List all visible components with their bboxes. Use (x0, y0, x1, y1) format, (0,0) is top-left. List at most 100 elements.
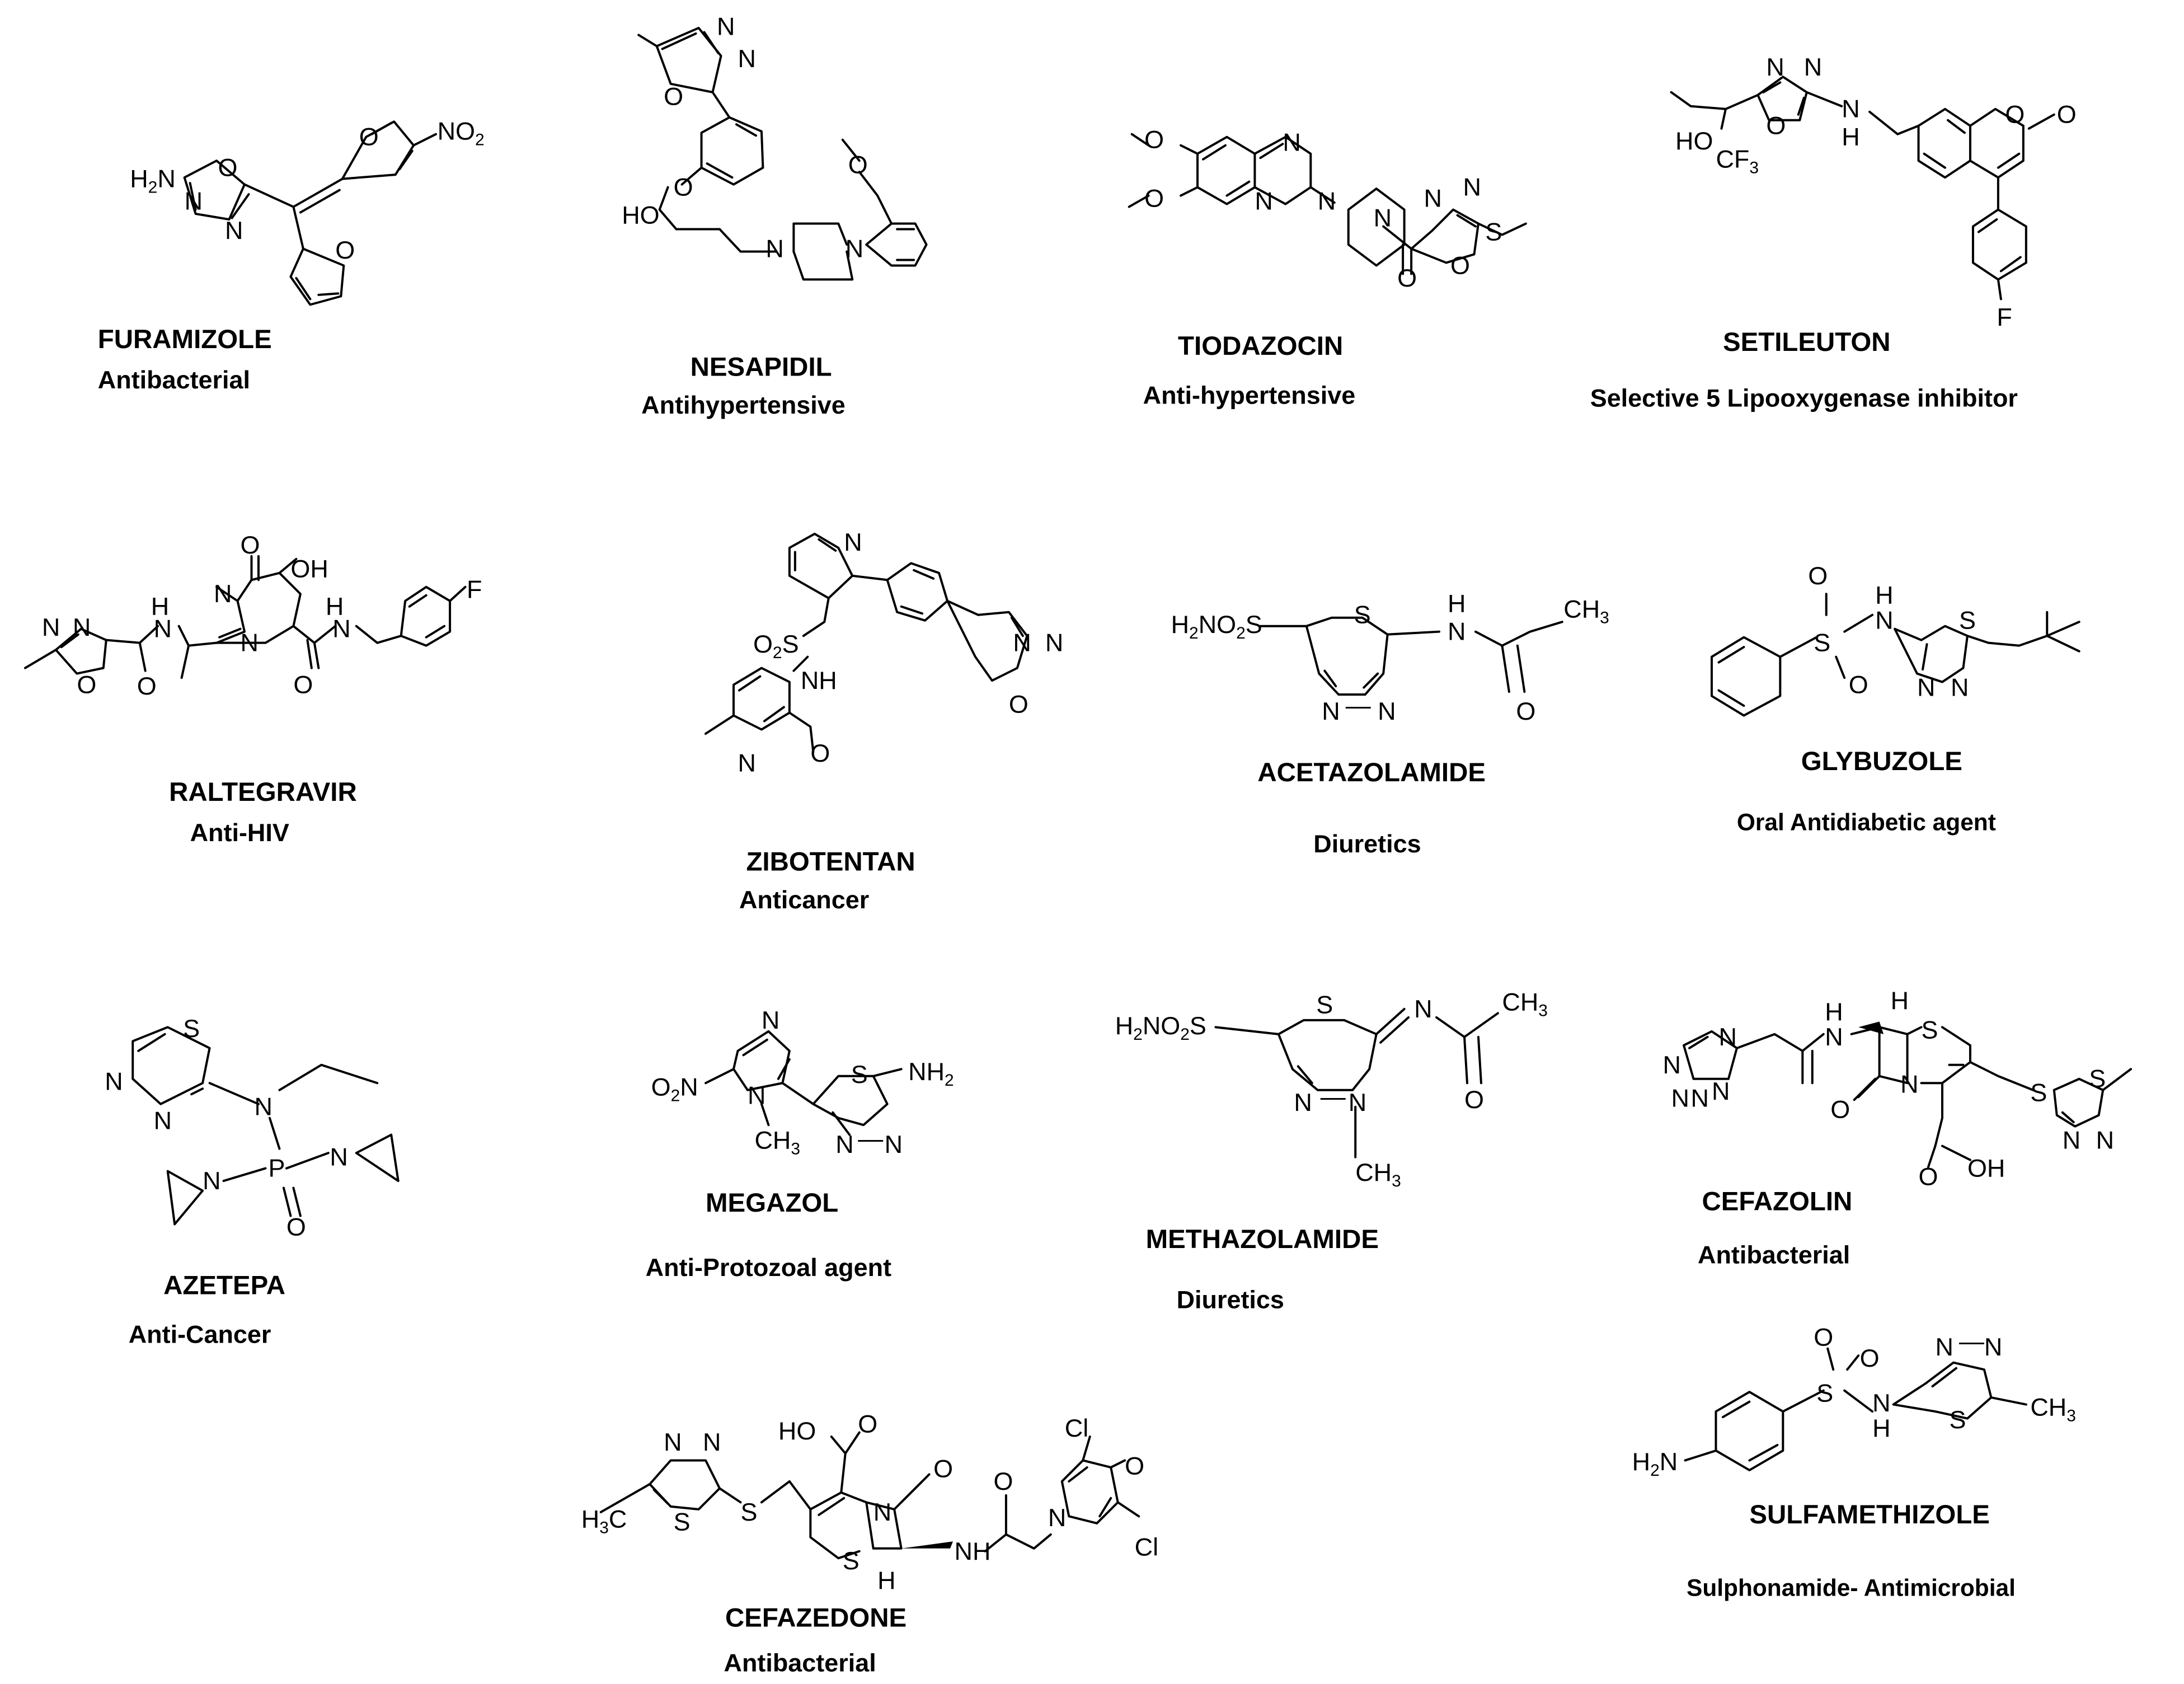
svg-text:N: N (1691, 1084, 1709, 1113)
svg-text:—: — (1959, 1327, 1984, 1355)
compound-name: RALTEGRAVIR (169, 777, 357, 807)
compound-activity: Anti-Protozoal agent (646, 1253, 891, 1282)
svg-text:N: N (1463, 173, 1481, 201)
svg-text:N: N (1374, 204, 1392, 232)
svg-text:N: N (203, 1166, 220, 1195)
svg-text:O: O (848, 151, 868, 179)
svg-text:O: O (1009, 690, 1028, 719)
compound-name: ACETAZOLAMIDE (1257, 758, 1486, 787)
svg-text:NO2: NO2 (438, 117, 485, 149)
compound-activity: Anti-Cancer (129, 1320, 271, 1349)
svg-text:S: S (183, 1014, 200, 1043)
compound-activity: Antibacterial (1698, 1240, 1850, 1269)
svg-text:O: O (1808, 561, 1828, 590)
compound-name: METHAZOLAMIDE (1146, 1225, 1379, 1254)
compound-name: ZIBOTENTAN (746, 847, 915, 877)
svg-text:N: N (1900, 1070, 1918, 1099)
svg-text:CH3: CH3 (754, 1126, 800, 1158)
compound-activity: Antihypertensive (641, 391, 846, 419)
svg-text:N: N (254, 1092, 272, 1121)
svg-text:H2NO2S: H2NO2S (1115, 1011, 1206, 1044)
svg-text:HO: HO (778, 1416, 816, 1445)
compound-name: MEGAZOL (706, 1188, 838, 1218)
svg-text:H: H (1875, 581, 1893, 609)
compound-name: AZETEPA (163, 1270, 285, 1300)
svg-text:S: S (1922, 1015, 1938, 1044)
svg-text:N: N (1283, 128, 1300, 157)
svg-text:N: N (2063, 1126, 2080, 1155)
svg-text:N: N (2096, 1126, 2114, 1155)
structure-methazolamide: H2NO2S S N CH3 N — N O CH3 METHAZOLAMIDE… (1115, 987, 1548, 1314)
svg-text:N: N (1804, 53, 1822, 81)
svg-text:N: N (1448, 617, 1466, 646)
svg-text:N: N (1013, 628, 1031, 657)
svg-text:O: O (858, 1410, 877, 1438)
svg-text:OH: OH (1967, 1154, 2005, 1183)
svg-text:S: S (1814, 628, 1830, 657)
compound-name: CEFAZOLIN (1702, 1186, 1852, 1216)
svg-text:N: N (1322, 697, 1340, 725)
compound-activity: Diuretics (1313, 829, 1421, 858)
svg-text:N: N (1045, 628, 1063, 657)
svg-text:O: O (933, 1454, 953, 1483)
svg-text:N: N (1424, 184, 1442, 213)
svg-text:O: O (1830, 1095, 1850, 1124)
svg-text:O: O (2057, 100, 2077, 129)
compound-activity: Anti-HIV (190, 818, 289, 847)
svg-text:H: H (326, 592, 344, 621)
svg-text:N: N (738, 44, 755, 73)
svg-text:O: O (359, 123, 379, 151)
svg-text:N: N (1718, 1022, 1736, 1051)
svg-text:S: S (1316, 990, 1333, 1019)
svg-text:O: O (674, 173, 693, 201)
svg-text:N: N (185, 187, 203, 215)
compound-name: SULFAMETHIZOLE (1749, 1500, 1990, 1530)
svg-text:N: N (1048, 1503, 1066, 1532)
structure-glybuzole: O S O H N S N N GLYBUZOLE Oral Antidiabe… (1710, 561, 2080, 835)
svg-text:N: N (1917, 673, 1935, 702)
svg-text:P: P (268, 1154, 285, 1183)
svg-text:F: F (467, 575, 482, 604)
compound-name: FURAMIZOLE (98, 325, 272, 354)
svg-text:N: N (154, 1106, 172, 1135)
svg-text:O: O (335, 236, 355, 264)
svg-text:O: O (1397, 264, 1417, 292)
svg-text:H: H (1842, 123, 1859, 151)
svg-text:H2NO2S: H2NO2S (1171, 610, 1262, 642)
svg-text:O: O (993, 1467, 1013, 1495)
svg-text:CH3: CH3 (1502, 987, 1548, 1020)
svg-text:S: S (1354, 601, 1371, 629)
compound-name: TIODAZOCIN (1178, 331, 1343, 361)
svg-text:S: S (1816, 1379, 1833, 1408)
structure-tiodazocin: O O N N N N O N N O S TIODAZOCIN Anti-hy… (1128, 125, 1527, 410)
svg-text:O: O (137, 672, 157, 700)
svg-text:—: — (1321, 1082, 1346, 1111)
svg-text:S: S (843, 1546, 859, 1575)
svg-text:N: N (664, 1428, 682, 1456)
compound-name: NESAPIDIL (691, 353, 832, 382)
svg-text:O: O (218, 153, 238, 182)
svg-text:O: O (1464, 1085, 1484, 1114)
compound-activity: Antibacterial (724, 1649, 876, 1677)
svg-text:N: N (1663, 1050, 1681, 1079)
svg-text:N: N (844, 528, 862, 556)
svg-text:CH3: CH3 (1563, 595, 1609, 627)
svg-text:O: O (1919, 1162, 1938, 1191)
svg-text:N: N (1872, 1389, 1890, 1417)
svg-text:CF3: CF3 (1716, 145, 1759, 177)
svg-text:S: S (2089, 1064, 2106, 1093)
svg-text:O: O (810, 739, 830, 767)
svg-text:O2N: O2N (651, 1073, 698, 1105)
svg-text:N: N (241, 628, 259, 657)
svg-text:NH: NH (955, 1537, 991, 1565)
svg-text:N: N (154, 615, 172, 643)
svg-text:O: O (1144, 125, 1164, 154)
svg-text:H3C: H3C (581, 1504, 627, 1537)
structure-zibotentan: N O2S NH N O N N O ZIBOTENTAN Anticancer (704, 528, 1063, 914)
compound-activity: Selective 5 Lipooxygenase inhibitor (1590, 384, 2018, 412)
svg-text:H: H (1825, 997, 1843, 1026)
compound-activity: Anti-hypertensive (1143, 381, 1356, 410)
svg-text:H: H (1891, 986, 1909, 1015)
svg-text:S: S (2030, 1078, 2047, 1107)
structure-nesapidil: HO O N N O N N O NESAPIDIL Antihypertens… (622, 12, 928, 419)
